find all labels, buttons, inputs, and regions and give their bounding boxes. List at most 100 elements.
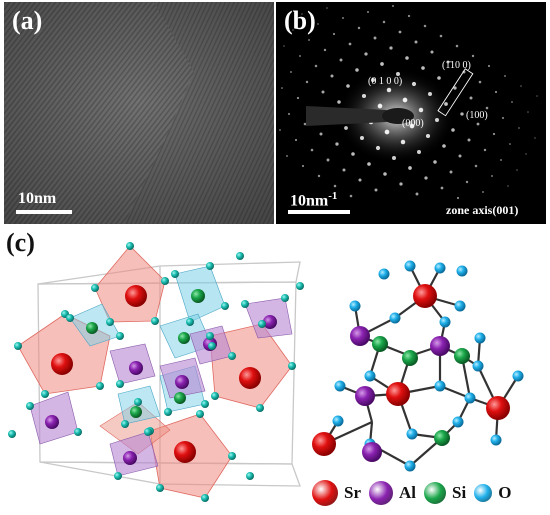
diffraction-spot: [525, 153, 527, 155]
diffraction-spot: [399, 182, 403, 186]
diffraction-spot: [283, 45, 285, 47]
diffraction-spot: [310, 148, 314, 152]
diffraction-spot: [361, 93, 367, 99]
diffraction-spot: [442, 144, 446, 148]
diffraction-spot: [386, 87, 392, 93]
diffraction-spot: [430, 50, 434, 54]
diffraction-spot: [433, 160, 437, 164]
diffraction-spot: [467, 138, 471, 142]
diffraction-spot: [476, 122, 480, 126]
diffraction-spot: [474, 164, 478, 168]
legend-item-o: O: [474, 483, 511, 503]
diffraction-spot: [396, 72, 400, 76]
al-dot-icon: [369, 481, 393, 505]
diffraction-spot: [377, 103, 383, 109]
diffraction-spot: [332, 32, 336, 36]
diffraction-spot: [389, 46, 393, 50]
diffraction-spot: [516, 169, 518, 171]
diffraction-spot: [518, 127, 520, 129]
panel-b-scale-text: 10nm-1: [290, 190, 338, 210]
diffraction-spot: [382, 20, 386, 24]
diffraction-spot: [456, 196, 460, 200]
diffraction-spot: [478, 80, 482, 84]
diffraction-spot: [458, 154, 462, 158]
panel-a-label: (a): [12, 6, 43, 35]
diffraction-spot: [301, 13, 303, 15]
o-dot-icon: [474, 484, 493, 502]
si-dot-icon: [424, 482, 446, 504]
diffraction-spot: [348, 42, 352, 46]
diffraction-spot: [424, 176, 428, 180]
diffraction-spot: [305, 80, 309, 84]
diffraction-spot: [344, 126, 348, 130]
diffraction-spot: [351, 152, 355, 156]
diffraction-spot: [455, 44, 459, 48]
spot-label-100: (100): [466, 110, 488, 121]
diffraction-spot: [294, 138, 298, 142]
diffraction-spot: [487, 64, 491, 68]
diffraction-spot: [367, 162, 371, 166]
diffraction-spot: [323, 48, 327, 52]
diffraction-spot: [380, 62, 384, 66]
diffraction-spot: [392, 156, 396, 160]
spot-label-1100: (1̄10 0): [442, 60, 471, 71]
legend-item-si: Si: [424, 482, 466, 504]
panel-c-label: (c): [6, 228, 35, 257]
diffraction-spot: [402, 97, 408, 103]
diffraction-spot: [319, 132, 323, 136]
diffraction-spot: [439, 34, 443, 38]
diffraction-spot: [314, 64, 318, 68]
diffraction-spot: [446, 60, 450, 64]
diffraction-spot: [449, 170, 453, 174]
diffraction-spot: [342, 168, 346, 172]
diffraction-spot: [364, 52, 368, 56]
diffraction-spot: [434, 117, 440, 123]
diffraction-spot: [303, 122, 307, 126]
hrtem-image: [4, 2, 274, 224]
diffraction-spot: [308, 39, 310, 41]
diffraction-spot: [301, 164, 305, 168]
diffraction-spot: [383, 172, 387, 176]
beam-stopper: [306, 106, 406, 126]
diffraction-spot: [492, 132, 496, 136]
diffraction-spot: [355, 68, 359, 72]
panel-b-scale-bar: [288, 210, 350, 214]
diffraction-spot: [330, 74, 334, 78]
saed-pattern-panel: (0 1 0 0) (1̄10 0) (000) (100) (b) 10nm-…: [276, 2, 546, 224]
diffraction-spot: [520, 85, 522, 87]
diffraction-spot: [527, 111, 529, 113]
spot-label-000: (000): [402, 118, 424, 129]
diffraction-spot: [408, 166, 412, 170]
legend-label: Sr: [344, 483, 361, 502]
diffraction-spot: [465, 180, 469, 184]
spot-label-0100: (0 1 0 0): [368, 76, 402, 87]
diffraction-spot: [451, 128, 455, 132]
beam-stopper-tip: [382, 108, 414, 124]
diffraction-spot: [460, 112, 464, 116]
diffraction-spot: [335, 142, 339, 146]
legend-label: Al: [399, 483, 416, 502]
diffraction-spot: [491, 175, 493, 177]
diffraction-spot: [317, 174, 321, 178]
crystal-structure-drawing: [8, 242, 524, 502]
diffraction-spot: [511, 101, 513, 103]
diffraction-spot: [494, 90, 498, 94]
diffraction-spot: [357, 26, 361, 30]
diffraction-spot: [349, 194, 353, 198]
diffraction-spot: [359, 135, 365, 141]
diffraction-spot: [366, 10, 370, 14]
ball-stick-atoms: [312, 260, 524, 472]
legend-item-al: Al: [369, 481, 416, 505]
diffraction-spot: [391, 4, 395, 8]
diffraction-spot: [326, 158, 330, 162]
diffraction-spot: [415, 192, 419, 196]
diffraction-spot: [483, 148, 487, 152]
panel-a-scale-text: 10nm: [18, 190, 57, 207]
legend-label: O: [498, 483, 512, 502]
diffraction-spot: [371, 78, 375, 82]
diffraction-spot: [346, 84, 350, 88]
diffraction-spot: [290, 71, 292, 73]
diffraction-spot: [501, 116, 505, 120]
diffraction-spot: [536, 95, 538, 97]
diffraction-spot: [317, 23, 319, 25]
